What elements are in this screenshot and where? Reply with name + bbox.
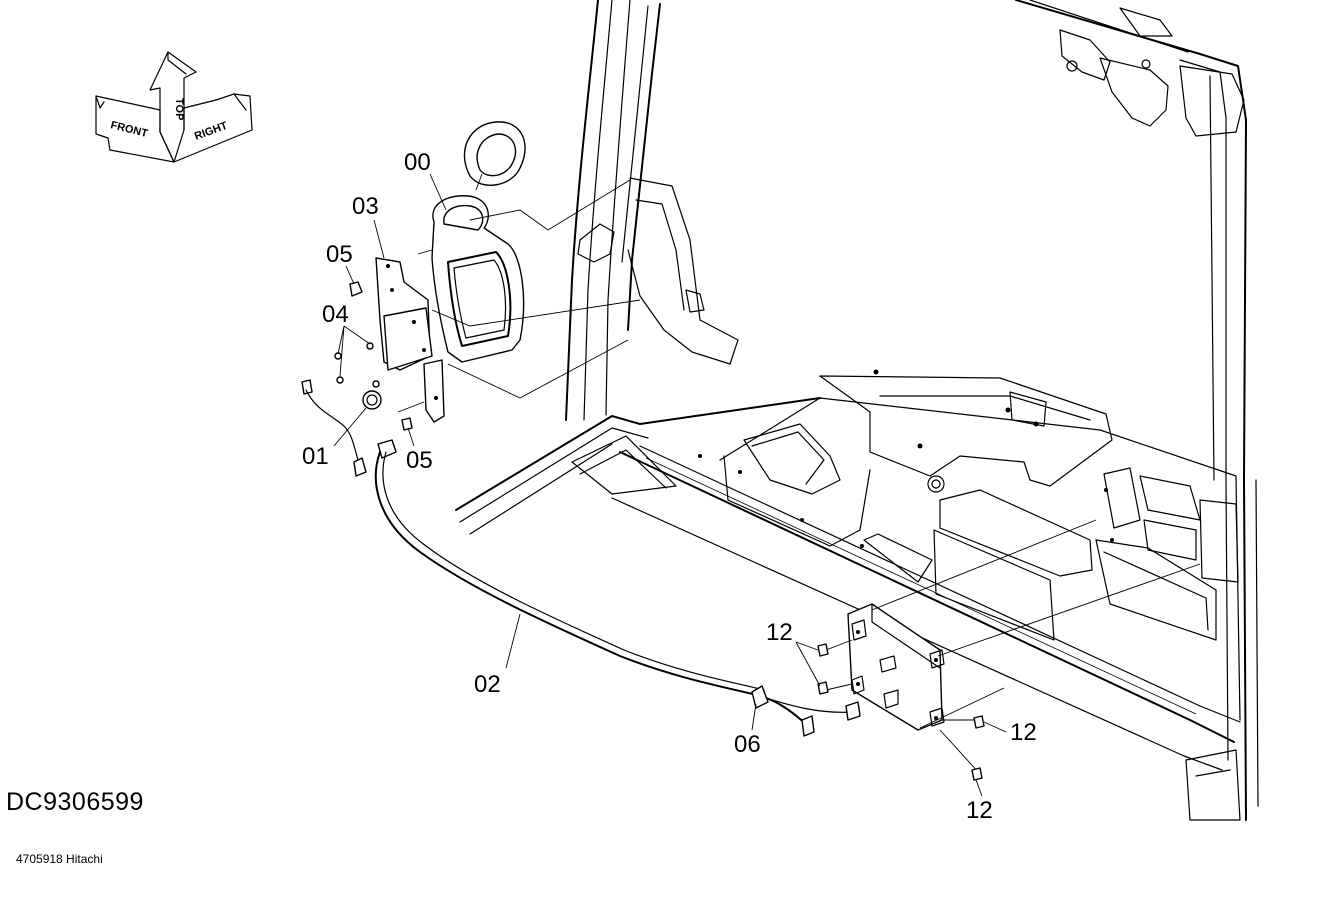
callout-12-right: 12	[1010, 719, 1037, 746]
callout-00: 00	[404, 149, 431, 176]
callout-06: 06	[734, 731, 761, 758]
controller-unit	[817, 519, 1201, 781]
cab-frame	[455, 0, 1259, 821]
footer-credit: 4705918 Hitachi	[16, 852, 103, 866]
callout-12-bottom: 12	[966, 797, 993, 824]
harness-cable	[374, 451, 861, 737]
callout-05-lower: 05	[406, 447, 433, 474]
drawing-code: DC9306599	[6, 788, 144, 816]
orientation-front-label: FRONT	[109, 119, 149, 140]
callout-labels: 00 03 05 04 01 05 02 12 06 12 12	[302, 149, 1037, 824]
callout-03: 03	[352, 193, 379, 220]
orientation-top-label: TOP	[173, 98, 185, 120]
callout-12-left: 12	[766, 619, 793, 646]
callout-05-upper: 05	[326, 241, 353, 268]
callout-04: 04	[322, 301, 349, 328]
orientation-right-label: RIGHT	[193, 120, 230, 143]
callout-02: 02	[474, 671, 501, 698]
callout-leaders	[333, 173, 1007, 797]
monitor-assembly	[301, 121, 641, 477]
callout-01: 01	[302, 443, 329, 470]
orientation-indicator: FRONT TOP RIGHT	[95, 51, 253, 163]
